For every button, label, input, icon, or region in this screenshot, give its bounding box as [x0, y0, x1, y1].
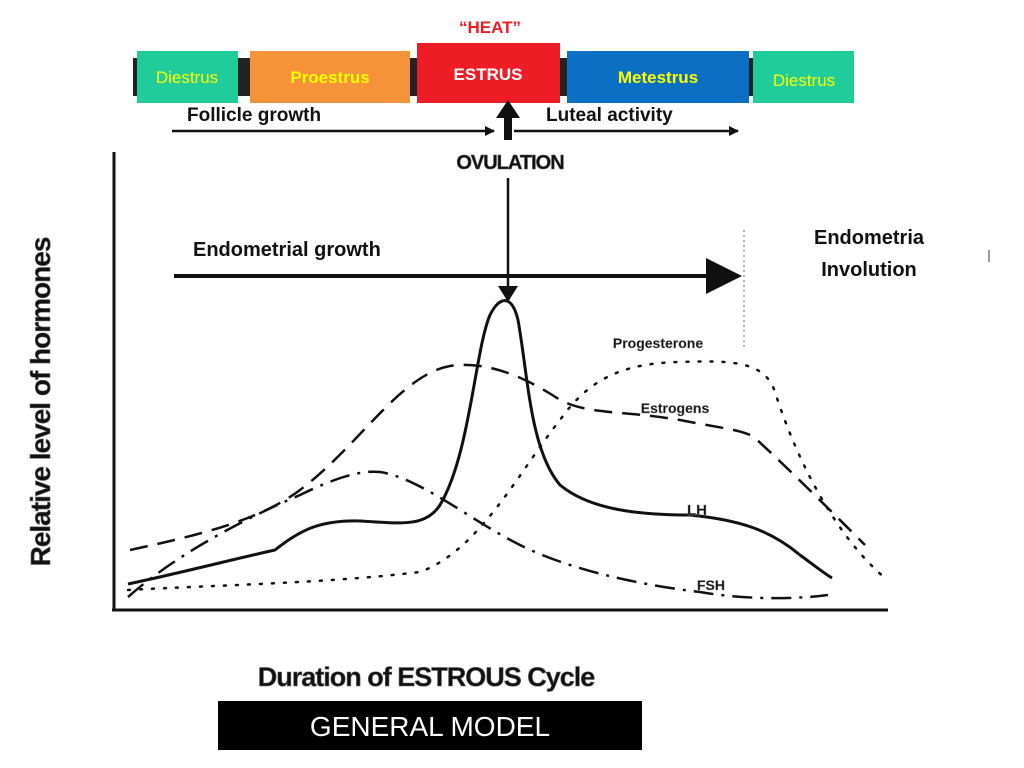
fsh-curve [127, 470, 829, 600]
ovulation-up-arrow [496, 100, 520, 140]
phase-box-metestrus [567, 51, 749, 103]
progesterone-curve [126, 360, 887, 592]
phase-label-diestrus-2: Diestrus [773, 71, 835, 90]
progesterone-label: Progesterone [613, 335, 703, 351]
x-axis-label: Duration of ESTROUS Cycle [258, 662, 596, 692]
phase-box-diestrus-1 [137, 51, 238, 103]
estrogens-curve [129, 363, 866, 552]
lh-curve [127, 299, 833, 586]
general-model-label: GENERAL MODEL [310, 711, 550, 742]
luteal-activity-label: Luteal activity [546, 105, 673, 126]
follicle-growth-label: Follicle growth [187, 105, 321, 126]
phase-box-diestrus-2 [753, 51, 854, 103]
fsh-label: FSH [697, 577, 725, 593]
endometria-involution-line2: Involution [821, 259, 917, 281]
edge-mark [988, 250, 990, 262]
phase-bar: Diestrus Proestrus ESTRUS Metestrus Dies… [133, 43, 854, 103]
phase-label-estrus: ESTRUS [454, 65, 523, 84]
ovulation-down-arrowhead [498, 286, 518, 302]
endometrial-growth-arrowhead [706, 258, 742, 294]
general-model-box [218, 701, 642, 750]
endometria-involution-line1: Endometria [814, 227, 925, 249]
phase-label-metestrus: Metestrus [618, 68, 698, 87]
endometrial-growth-label: Endometrial growth [193, 239, 381, 261]
phase-box-estrus [417, 43, 560, 103]
y-axis-label: Relative level of hormones [25, 237, 56, 566]
phase-label-proestrus: Proestrus [290, 68, 369, 87]
ovulation-label: OVULATION [456, 152, 564, 174]
lh-label: LH [687, 502, 707, 519]
estrogens-label: Estrogens [641, 400, 710, 416]
heat-label: “HEAT” [459, 18, 521, 37]
phase-box-proestrus [250, 51, 410, 103]
phase-label-diestrus-1: Diestrus [156, 68, 218, 87]
